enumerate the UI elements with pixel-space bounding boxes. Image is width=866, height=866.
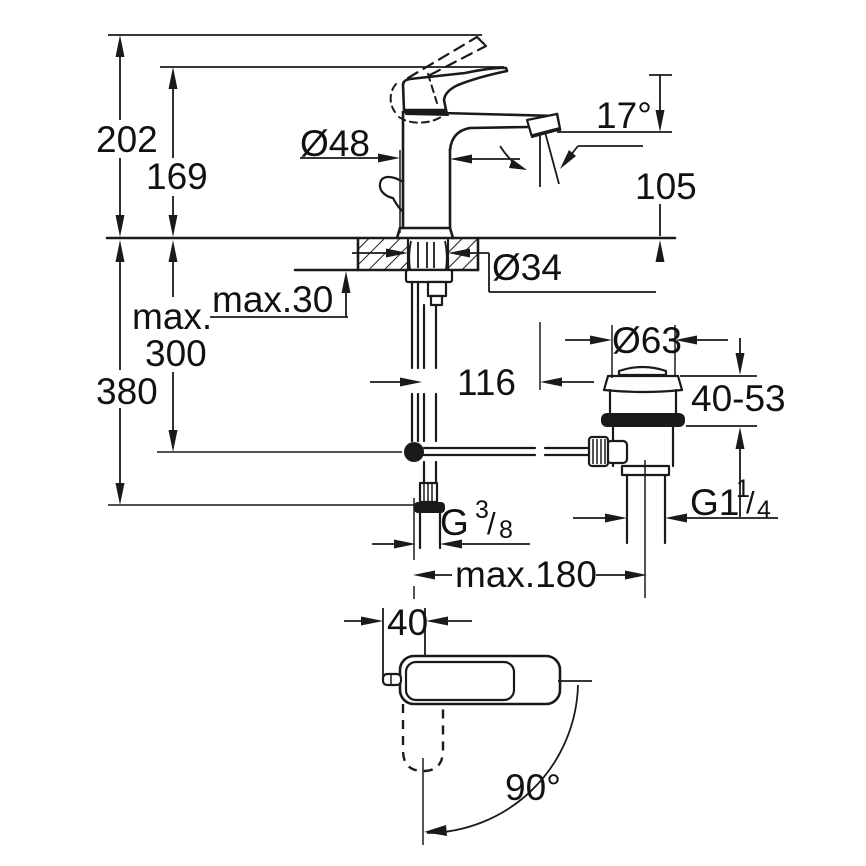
svg-text:1: 1 xyxy=(736,475,750,503)
dimension-lines xyxy=(108,34,778,676)
svg-text:/: / xyxy=(487,506,496,541)
label-169: 169 xyxy=(146,156,208,197)
label-202: 202 xyxy=(96,119,158,160)
supply-hose-fitting xyxy=(414,481,445,550)
label-d48: Ø48 xyxy=(300,123,370,164)
supply-tubes xyxy=(410,280,438,485)
swivel-arc xyxy=(426,684,579,834)
dim-max-180 xyxy=(413,498,647,599)
svg-text:/: / xyxy=(746,485,755,520)
spout-aerator xyxy=(525,112,562,139)
label-d63: Ø63 xyxy=(612,320,682,361)
waste-side-knob xyxy=(587,435,629,468)
label-max30: max.30 xyxy=(212,279,333,320)
dim-g1-quarter xyxy=(573,513,778,523)
label-40-53: 40-53 xyxy=(691,378,786,419)
label-40: 40 xyxy=(387,602,428,643)
label-380: 380 xyxy=(96,371,158,412)
pop-up-waste-assembly xyxy=(587,365,685,598)
svg-text:3: 3 xyxy=(475,496,489,524)
faucet-side-view xyxy=(105,35,677,550)
pop-up-lever xyxy=(378,175,405,214)
dim-diameter-63 xyxy=(565,325,728,378)
label-17deg: 17° xyxy=(596,95,652,136)
waste-plug-cap xyxy=(617,365,668,377)
waste-gasket xyxy=(601,413,685,427)
label-d34: Ø34 xyxy=(492,247,562,288)
label-max180: max.180 xyxy=(455,554,597,595)
handle-grip-outline xyxy=(404,660,516,702)
dim-diameter-48 xyxy=(300,150,520,233)
label-105: 105 xyxy=(635,166,697,207)
dimension-labels: 202 169 max. 300 380 max.30 Ø48 Ø34 17° … xyxy=(96,95,786,808)
svg-text:4: 4 xyxy=(757,496,771,524)
label-116: 116 xyxy=(457,362,516,403)
handle-top-view xyxy=(381,654,592,845)
dim-202 xyxy=(115,35,125,237)
svg-text:8: 8 xyxy=(499,516,513,544)
handle-rotated-dashed xyxy=(401,704,445,773)
label-g38: G 3 / 8 xyxy=(440,496,513,544)
handle-pin xyxy=(381,672,403,687)
label-90deg: 90° xyxy=(505,767,561,808)
label-300: 300 xyxy=(145,333,207,374)
handle-raised-dashed xyxy=(389,35,488,124)
svg-text:G1: G1 xyxy=(690,482,739,523)
label-g114: G1 1 / 4 xyxy=(690,475,771,524)
dim-17-deg xyxy=(557,131,672,169)
mounting-shank xyxy=(404,238,454,307)
dim-max-300 xyxy=(157,240,402,453)
dim-116 xyxy=(370,322,594,390)
pop-up-rod-linkage xyxy=(404,442,591,462)
label-max: max. xyxy=(132,296,212,337)
faucet-handle xyxy=(401,66,509,116)
dim-max-30 xyxy=(210,271,351,318)
dim-g-three-eighths xyxy=(372,539,530,549)
dim-105 xyxy=(649,74,672,262)
dim-40 xyxy=(344,608,472,676)
dim-169 xyxy=(168,67,178,237)
dim-diameter-34 xyxy=(352,248,656,293)
dim-40-53 xyxy=(680,338,757,517)
dim-380 xyxy=(108,240,414,506)
svg-text:G: G xyxy=(440,502,469,543)
water-stream-lines xyxy=(499,131,560,187)
